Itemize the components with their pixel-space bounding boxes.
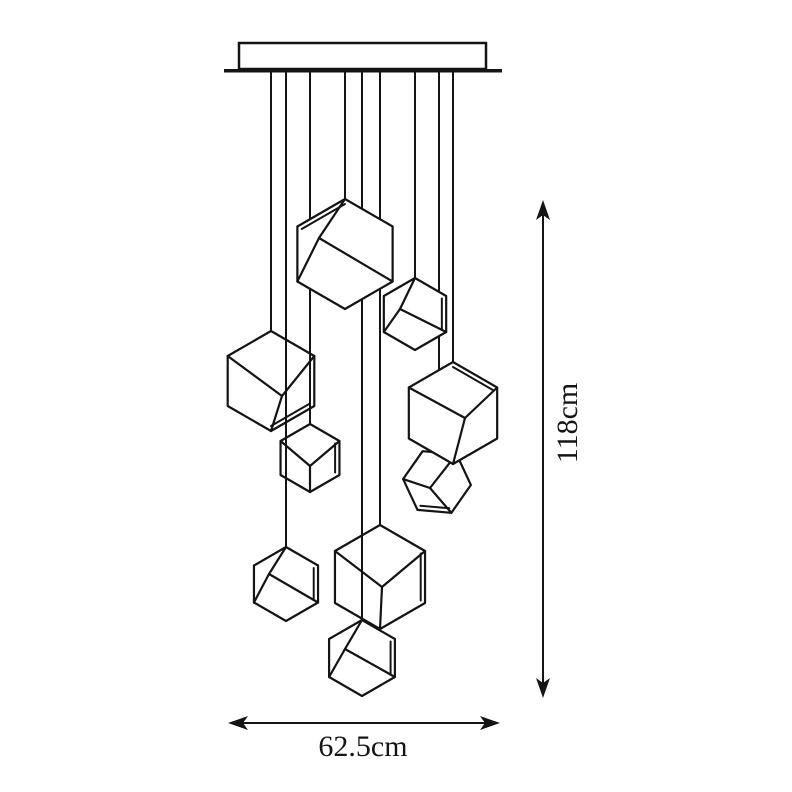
cube-inner-edge [280, 354, 316, 398]
cube-back-edge [419, 504, 451, 510]
pendant-cube-bottom-left [252, 545, 320, 623]
cube-back-edge [300, 203, 346, 230]
cube-outline [407, 360, 499, 466]
cube-inner-edge [226, 354, 284, 398]
cube-inner-edge [343, 647, 397, 679]
width-dimension-label: 62.5cm [318, 730, 408, 763]
cube-inner-edge [382, 307, 402, 334]
arrow-head-right [480, 716, 500, 730]
cube-inner-edge [402, 477, 432, 490]
cube-back-edge [270, 402, 311, 427]
pendant-cube-bottom-lowest [327, 618, 397, 698]
cube-inner-edge [333, 549, 384, 589]
cube-inner-edge [407, 386, 467, 420]
width-dimension-arrow [228, 716, 500, 730]
cube-inner-edge [317, 236, 394, 283]
pendant-cube-right-mid [382, 276, 448, 352]
pendant-cube-left-small [279, 422, 341, 494]
pendant-cube-right-large [407, 360, 499, 466]
arrow-head-left [228, 716, 248, 730]
cube-inner-edge [451, 416, 467, 466]
cube-inner-edge [378, 585, 384, 631]
ceiling-plate [237, 41, 488, 71]
ceiling-plate-bar [224, 69, 502, 73]
cube-inner-edge [252, 572, 271, 604]
cube-inner-edge [398, 307, 448, 334]
cube-inner-edge [296, 236, 321, 283]
cube-inner-edge [267, 572, 320, 604]
cube-inner-edge [380, 549, 427, 589]
cube-inner-edge [267, 545, 288, 576]
height-dimension-label: 118cm [551, 382, 584, 464]
pendant-cube-left-large [226, 329, 316, 433]
pendant-cube-bottom-large [333, 523, 427, 631]
cube-outline [402, 450, 472, 514]
cube-inner-edge [398, 276, 417, 311]
cube-outline [226, 329, 316, 433]
arrow-head-down [536, 678, 550, 698]
arrow-head-up [536, 200, 550, 220]
cube-inner-edge [343, 618, 364, 651]
cube-inner-edge [327, 647, 347, 679]
pendant-cube-top-large [296, 197, 394, 311]
height-dimension-arrow [536, 200, 550, 698]
suspension-wires [270, 72, 454, 621]
cube-inner-edge [463, 386, 499, 420]
cube-back-edge [452, 366, 494, 391]
cube-outline [382, 276, 448, 352]
